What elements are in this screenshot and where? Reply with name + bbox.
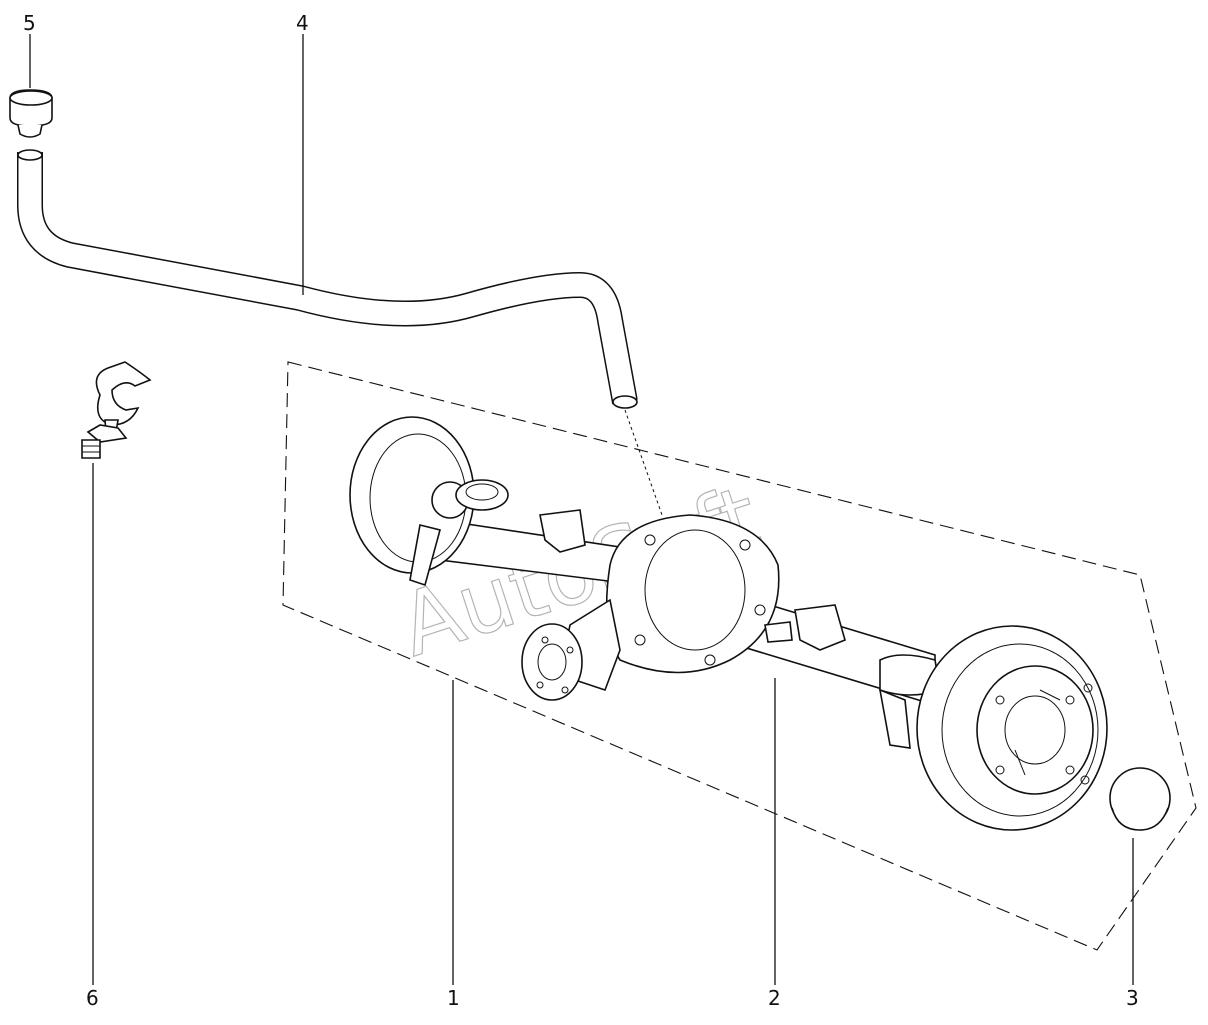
breather-hose xyxy=(17,149,638,409)
assembly-boundary xyxy=(282,361,1197,951)
callout-1: 1 xyxy=(447,986,460,1010)
hub-cap xyxy=(1109,767,1171,831)
callout-3: 3 xyxy=(1126,986,1139,1010)
callout-5: 5 xyxy=(23,11,36,35)
callout-6: 6 xyxy=(86,986,99,1010)
hose-connection-line xyxy=(624,409,663,516)
callout-2: 2 xyxy=(768,986,781,1010)
hose-clip xyxy=(81,361,152,459)
callout-4: 4 xyxy=(296,11,309,35)
rear-axle-assembly xyxy=(349,416,1108,831)
breather-cap xyxy=(9,89,53,138)
